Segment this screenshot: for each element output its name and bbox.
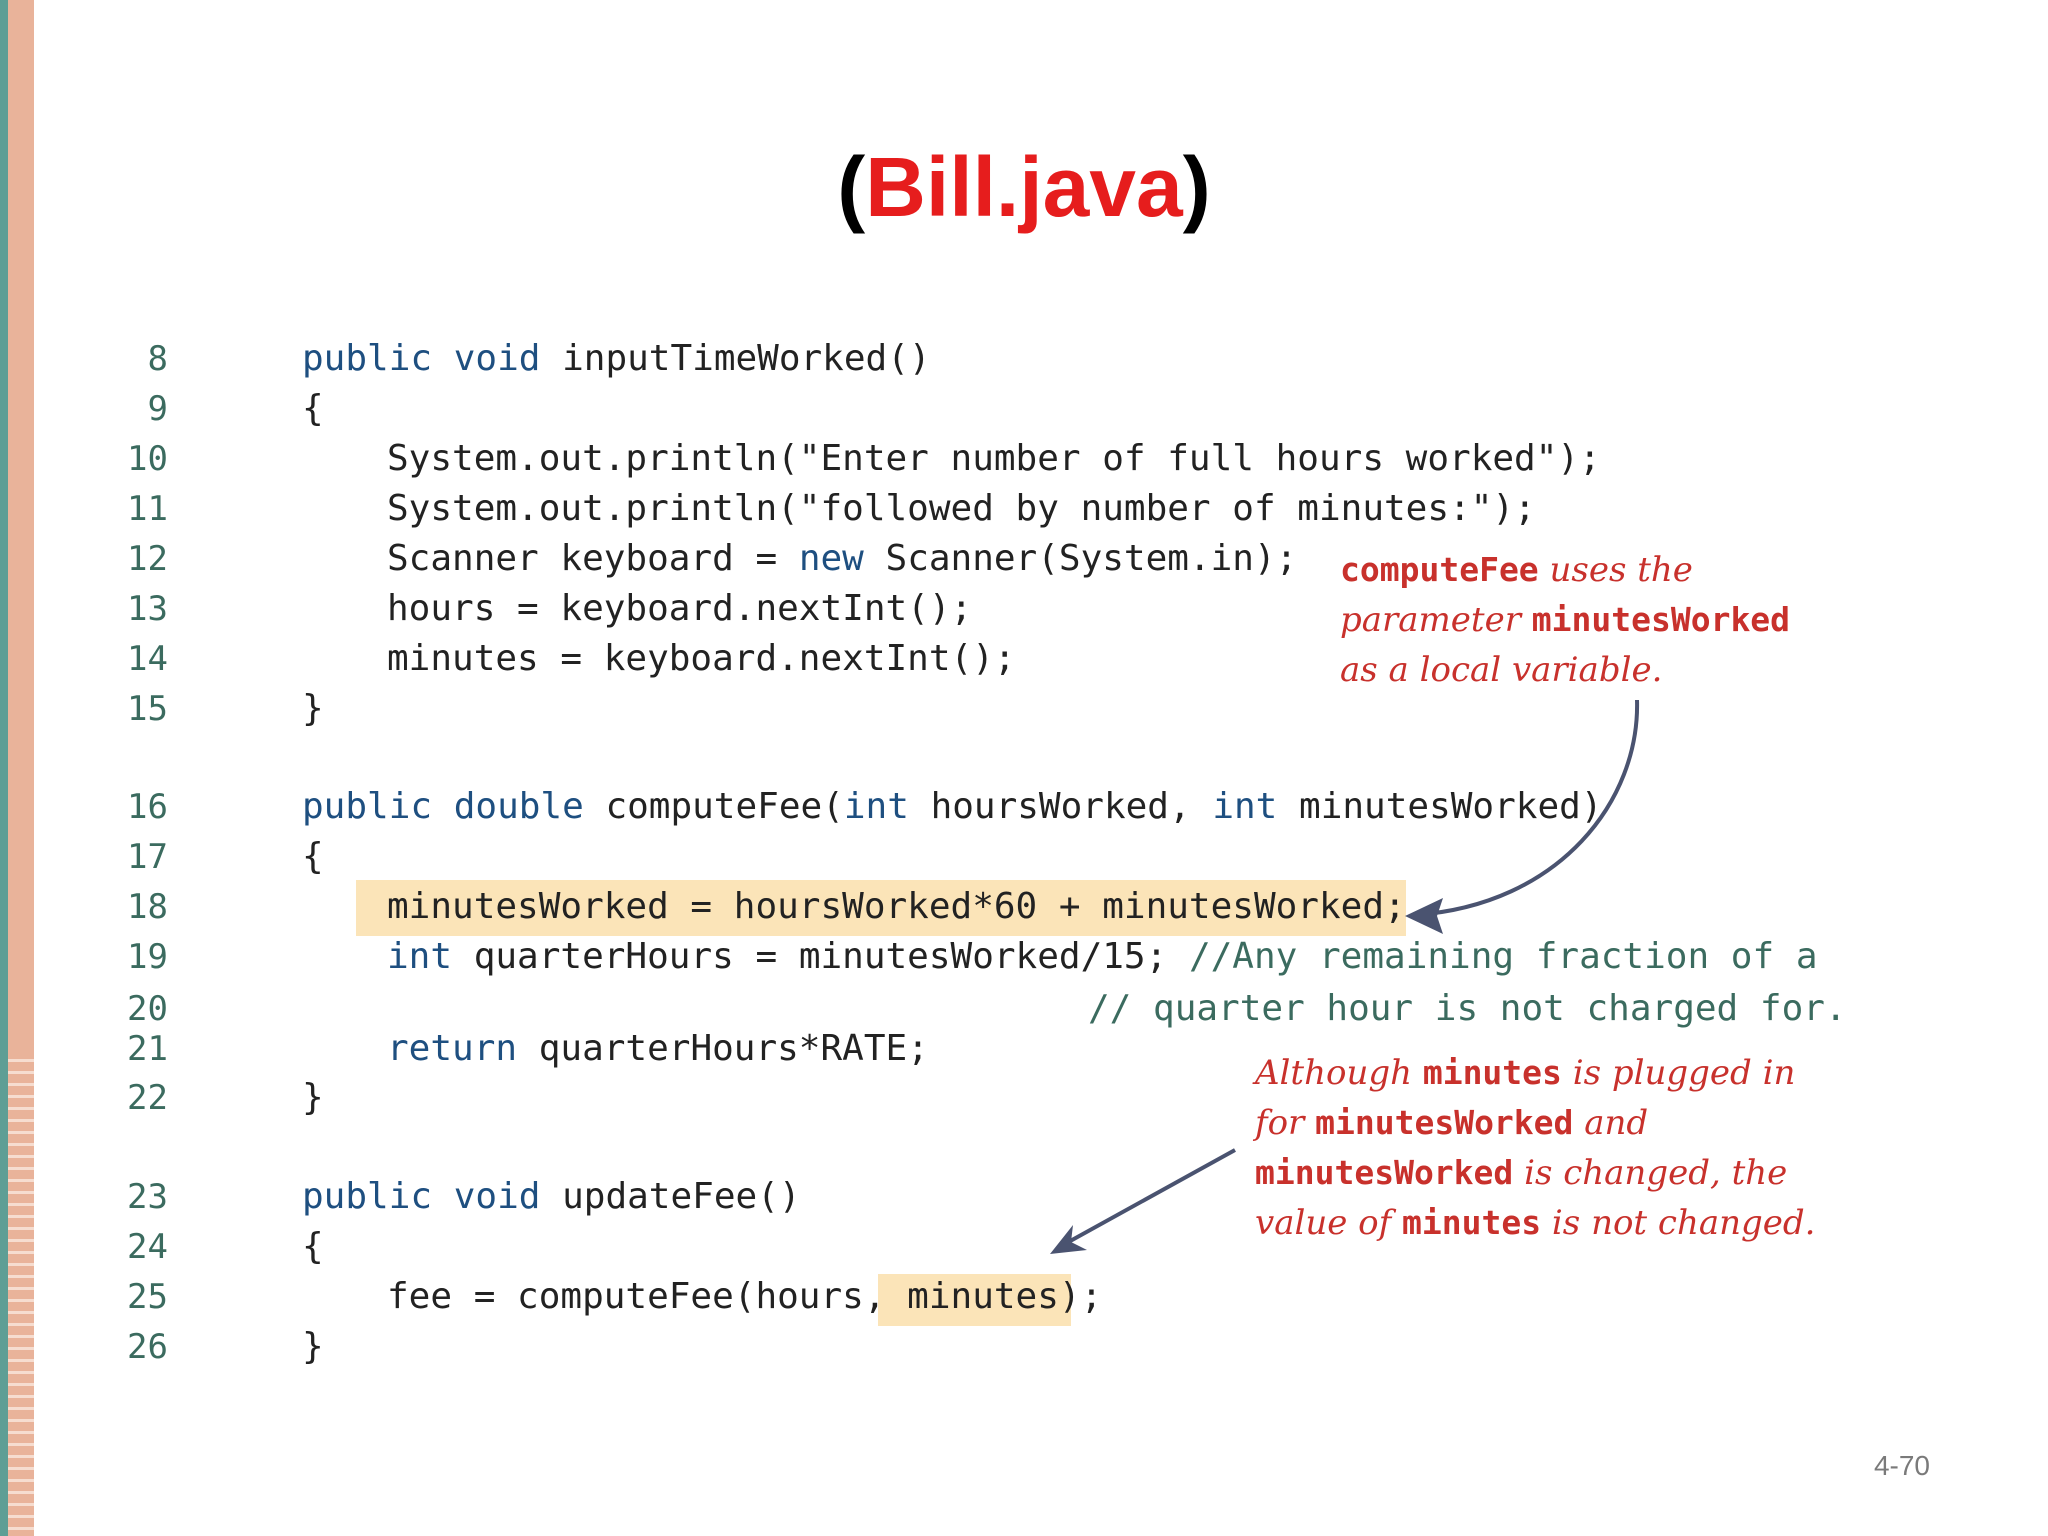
code-line-16: public double computeFee(int hoursWorked… [302,787,1602,827]
code-line-21: return quarterHours*RATE; [387,1029,929,1069]
code-keyword: int [843,786,909,827]
annotation-text: is not changed. [1541,1203,1816,1243]
code-line-13: hours = keyboard.nextInt(); [387,588,973,629]
annotation-line: computeFee uses the [1340,545,1790,595]
line-number: 11 [127,489,168,529]
annotation-code: minutes [1422,1053,1562,1092]
annotation-text: Although [1255,1053,1423,1093]
line-number: 24 [127,1227,168,1267]
slide-title: (Bill.java) [0,145,2048,229]
line-number: 22 [127,1078,168,1118]
code-line-10: System.out.println("Enter number of full… [387,438,1601,479]
code-line-14: minutes = keyboard.nextInt(); [387,638,1016,679]
annotation-line: as a local variable. [1340,645,1790,695]
page-number: 4-70 [1873,1450,1930,1481]
title-filename: Bill.java [865,140,1183,234]
line-number: 26 [127,1327,168,1367]
curved-arrow-line [1414,699,1640,917]
line-number: 15 [127,689,168,729]
code-text: quarterHours*RATE; [517,1028,929,1069]
code-line-22: } [302,1077,324,1118]
straight-arrow-line [1062,1148,1236,1247]
code-text: quarterHours = minutesWorked/15; [452,936,1189,977]
line-number: 10 [127,439,168,479]
annotation-local-variable: computeFee uses the parameter minutesWor… [1340,545,1790,695]
line-number: 20 [127,989,168,1029]
highlight-minutes-arg [878,1274,1071,1326]
code-keyword: public void [302,338,541,379]
code-line-8: public void inputTimeWorked() [302,339,931,379]
code-keyword: int [1212,786,1278,827]
line-number: 17 [127,837,168,877]
line-number: 14 [127,639,168,679]
code-text: Scanner(System.in); [863,538,1298,579]
left-bar-ticks [8,1050,34,1536]
annotation-code: minutesWorked [1315,1103,1574,1142]
title-close-paren: ) [1182,140,1211,234]
code-keyword: int [387,936,453,977]
annotation-text: is changed, the [1513,1153,1788,1193]
code-text: minutesWorked) [1277,786,1603,827]
annotation-line: for minutesWorked and [1255,1098,1815,1148]
line-number: 21 [127,1029,168,1069]
annotation-line: Although minutes is plugged in [1255,1048,1815,1098]
annotation-code: minutesWorked [1255,1153,1514,1192]
annotation-text: parameter [1340,600,1532,640]
code-text: Scanner keyboard = [387,538,799,579]
annotation-code: computeFee [1340,550,1539,589]
annotation-line: value of minutes is not changed. [1255,1198,1815,1248]
annotation-line: parameter minutesWorked [1340,595,1790,645]
line-number: 19 [127,937,168,977]
line-number: 12 [127,539,168,579]
annotation-text: value of [1255,1203,1403,1243]
code-text: hoursWorked, [908,786,1213,827]
code-line-26: } [302,1326,324,1367]
highlight-line-18 [356,880,1406,936]
line-number: 23 [127,1177,168,1217]
line-number: 18 [127,887,168,927]
annotation-code: minutesWorked [1531,600,1791,639]
code-line-18: minutesWorked = hoursWorked*60 + minutes… [387,886,1406,927]
code-line-23: public void updateFee() [302,1177,801,1217]
code-comment: //Any remaining fraction of a [1188,936,1818,977]
line-number: 8 [147,339,168,379]
code-text: updateFee() [540,1176,801,1217]
annotation-text: and [1573,1103,1649,1143]
code-line-19: int quarterHours = minutesWorked/15; //A… [387,937,1818,977]
code-line-25: fee = computeFee(hours, minutes); [387,1276,1103,1317]
code-keyword: return [387,1028,518,1069]
annotation-code: minutes [1402,1203,1542,1242]
code-line-12: Scanner keyboard = new Scanner(System.in… [387,539,1297,579]
curved-arrow-head [1405,898,1443,934]
line-number: 16 [127,787,168,827]
code-keyword: new [798,538,864,579]
code-text: computeFee( [583,786,844,827]
code-keyword: public double [302,786,584,827]
line-number: 13 [127,589,168,629]
line-number: 9 [147,389,168,429]
title-open-paren: ( [837,140,866,234]
annotation-text: uses the [1538,550,1693,590]
line-number: 25 [127,1277,168,1317]
code-keyword: public void [302,1176,541,1217]
annotation-line: minutesWorked is changed, the [1255,1148,1815,1198]
code-line-24: { [302,1226,324,1267]
code-line-11: System.out.println("followed by number o… [387,488,1536,529]
annotation-text: is plugged in [1561,1053,1796,1093]
annotation-text: as a local variable. [1340,650,1663,690]
left-bar-edge [0,0,8,1536]
code-line-20: // quarter hour is not charged for. [1088,988,1847,1029]
code-line-9: { [302,388,324,429]
code-line-17: { [302,836,324,877]
straight-arrow-head [1050,1225,1087,1254]
code-text: inputTimeWorked() [540,338,931,379]
annotation-value-not-changed: Although minutes is plugged in for minut… [1255,1048,1815,1248]
annotation-text: for [1255,1103,1316,1143]
code-line-15: } [302,688,324,729]
